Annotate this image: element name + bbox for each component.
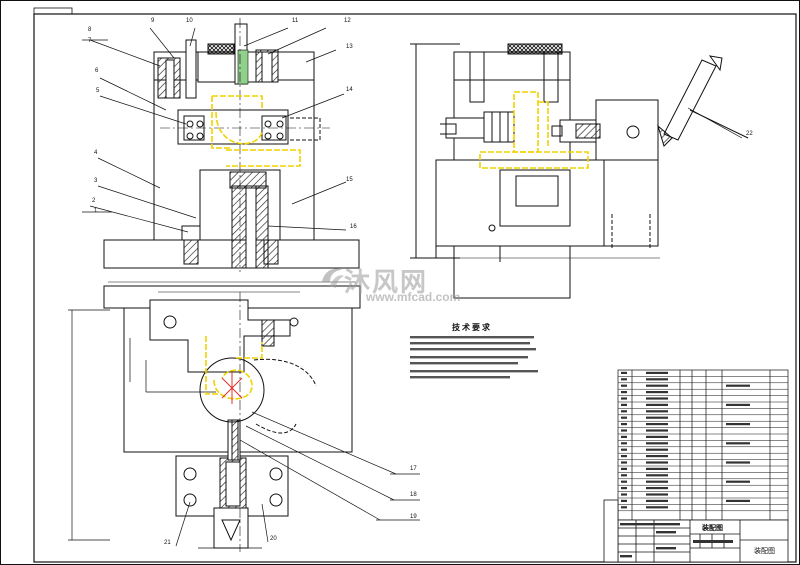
balloon-16: 16 [350, 224, 357, 230]
parts-list-row-number [621, 499, 627, 502]
parts-list-row-name [646, 378, 668, 381]
parts-list-row-name [646, 416, 668, 419]
watermark-brand: 沐风网 [344, 268, 429, 298]
parts-list-row-name [646, 384, 668, 387]
parts-list-row-name [646, 429, 668, 432]
parts-list-row-material [726, 423, 750, 426]
title-block-sheet-label: 装配图 [754, 547, 775, 555]
balloon-11: 11 [292, 18, 299, 24]
parts-list-row-number [621, 416, 627, 419]
watermark-logo-icon [322, 268, 344, 288]
parts-list-row-number [621, 506, 627, 509]
parts-list-row-name [646, 448, 668, 451]
balloon-17: 17 [410, 466, 417, 472]
parts-list-row-number [621, 429, 627, 432]
balloon-9: 9 [151, 18, 155, 24]
plan-view-leaders [175, 411, 420, 547]
parts-list-row-number [621, 435, 627, 438]
parts-list-row-number [621, 403, 627, 406]
balloon-14: 14 [346, 87, 353, 93]
balloon-6: 6 [95, 68, 99, 74]
balloon-12: 12 [344, 18, 351, 24]
parts-list-row-number [621, 371, 627, 374]
parts-list-row-number [621, 423, 627, 426]
balloon-3: 3 [94, 178, 98, 184]
corner-mark [33, 7, 73, 15]
side-view [410, 43, 749, 299]
parts-list-row-number [621, 480, 627, 483]
parts-list-row-material [726, 442, 750, 445]
plan-view [68, 281, 361, 552]
parts-list-row-name [646, 506, 668, 509]
parts-list-row-name [646, 467, 668, 470]
parts-list-row-number [621, 448, 627, 451]
front-view [103, 18, 360, 272]
side-view-leader-22 [687, 107, 743, 139]
parts-list-row-name [646, 493, 668, 496]
parts-list-row-material [726, 480, 750, 483]
front-view-workpiece-phantom [211, 95, 301, 167]
parts-list-row-material [726, 499, 750, 502]
balloon-5: 5 [96, 88, 100, 94]
parts-list-row-number [621, 397, 627, 400]
parts-list-row-name [646, 461, 668, 464]
parts-list-row-number [621, 474, 627, 477]
side-view-workpiece-phantom [479, 91, 589, 169]
balloon-21: 21 [164, 540, 171, 546]
plan-view-red-marks [221, 372, 243, 404]
parts-list-row-material [726, 384, 750, 387]
parts-list-row-name [646, 410, 668, 413]
plan-view-workpiece-phantom [205, 336, 263, 400]
balloon-19: 19 [410, 514, 417, 520]
balloon-22: 22 [746, 131, 753, 137]
title-block-fill [620, 523, 733, 558]
parts-list-row-name [646, 403, 668, 406]
balloon-13: 13 [346, 44, 353, 50]
parts-list-row-number [621, 391, 627, 394]
tech-notes-lines [410, 336, 538, 379]
watermark-url: www.mfcad.com [366, 290, 461, 304]
parts-list-row-name [646, 435, 668, 438]
balloon-15: 15 [346, 177, 353, 183]
parts-list-row-name [646, 455, 668, 458]
sheet-inner-border [33, 13, 797, 563]
balloon-2: 2 [92, 198, 96, 204]
balloon-18: 18 [410, 492, 417, 498]
parts-list-row-name [646, 423, 668, 426]
parts-list-row-number [621, 461, 627, 464]
parts-list-row-name [646, 499, 668, 502]
parts-list-row-number [621, 384, 627, 387]
parts-list-row-name [646, 474, 668, 477]
balloon-4: 4 [94, 150, 98, 156]
parts-list-rows [618, 371, 788, 512]
parts-list-row-number [621, 493, 627, 496]
parts-list-row-number [621, 378, 627, 381]
parts-list-row-name [646, 391, 668, 394]
parts-list-row-material [726, 461, 750, 464]
parts-list-row-name [646, 487, 668, 490]
parts-list-row-material [726, 403, 750, 406]
parts-list-row-name [646, 480, 668, 483]
parts-list [617, 369, 789, 521]
balloon-1: 1 [94, 208, 98, 214]
parts-list-row-number [621, 410, 627, 413]
title-block-drawing-name: 装配图 [702, 524, 723, 532]
balloon-20: 20 [270, 536, 277, 542]
parts-list-row-number [621, 442, 627, 445]
balloon-8: 8 [88, 27, 92, 33]
parts-list-row-number [621, 455, 627, 458]
tech-requirements-title: 技术要求 [452, 323, 492, 332]
parts-list-row-name [646, 397, 668, 400]
balloon-7: 7 [88, 38, 92, 44]
parts-list-row-number [621, 487, 627, 490]
balloon-10: 10 [186, 18, 193, 24]
parts-list-row-name [646, 371, 668, 374]
parts-list-row-name [646, 442, 668, 445]
parts-list-row-number [621, 467, 627, 470]
front-view-leaders [82, 27, 347, 233]
